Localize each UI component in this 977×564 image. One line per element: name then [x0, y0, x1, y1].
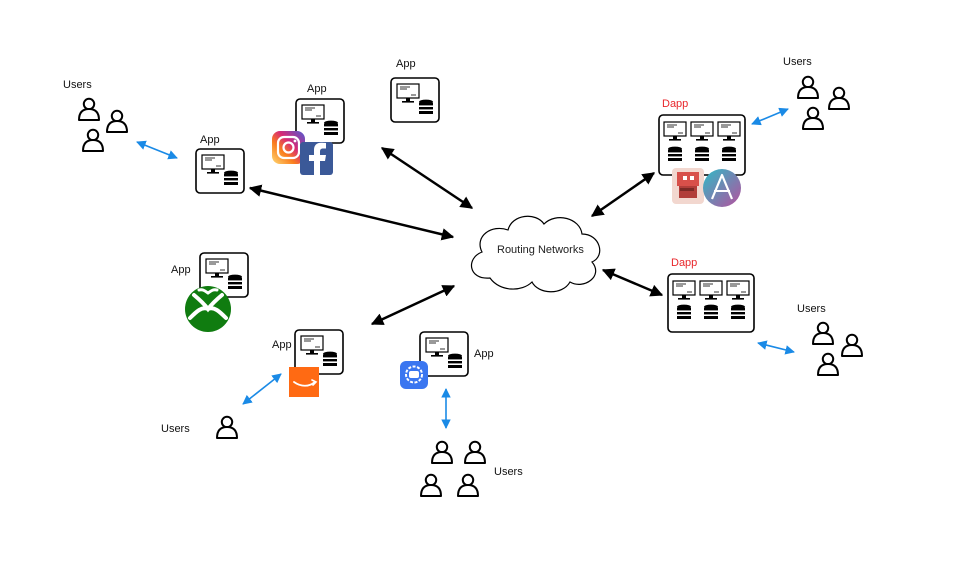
- dapp-box: [658, 114, 746, 176]
- dapp-label: Dapp: [662, 98, 689, 110]
- users-group: [420, 440, 486, 497]
- routing-networks-label: Routing Networks: [497, 244, 584, 256]
- connector-arrow: [601, 268, 664, 297]
- app-box: [196, 149, 244, 193]
- user-arrow: [242, 373, 282, 405]
- instagram-icon: [272, 131, 305, 164]
- users-group: [812, 321, 863, 376]
- routing-network-cloud: [471, 215, 601, 293]
- app-label: App: [307, 83, 327, 95]
- users-label: Users: [494, 466, 523, 478]
- app-label: App: [396, 58, 416, 70]
- facebook-icon: [300, 142, 333, 175]
- signal-icon: [400, 361, 428, 389]
- amazon-icon: [289, 367, 319, 397]
- app-label: App: [474, 348, 494, 360]
- dapp-label: Dapp: [671, 257, 698, 269]
- connector-arrow: [370, 284, 456, 326]
- user-arrow: [136, 140, 178, 160]
- users-label: Users: [783, 56, 812, 68]
- app-label: App: [200, 134, 220, 146]
- xbox-icon: [185, 286, 231, 332]
- dapp-box: [667, 273, 755, 333]
- users-label: Users: [161, 423, 190, 435]
- users-label: Users: [63, 79, 92, 91]
- connector-arrow: [248, 184, 455, 241]
- users-label: Users: [797, 303, 826, 315]
- users-group: [78, 97, 128, 152]
- users-group: [216, 415, 238, 439]
- connector-arrow: [590, 171, 656, 218]
- app-box: [391, 78, 439, 122]
- app-label: App: [171, 264, 191, 276]
- user-arrow: [751, 107, 789, 126]
- users-group: [797, 75, 850, 130]
- app-label: App: [272, 339, 292, 351]
- user-arrow: [757, 340, 795, 355]
- aave-icon: [703, 169, 741, 207]
- dapp-token-icon: [672, 168, 704, 204]
- connector-arrow: [380, 146, 474, 210]
